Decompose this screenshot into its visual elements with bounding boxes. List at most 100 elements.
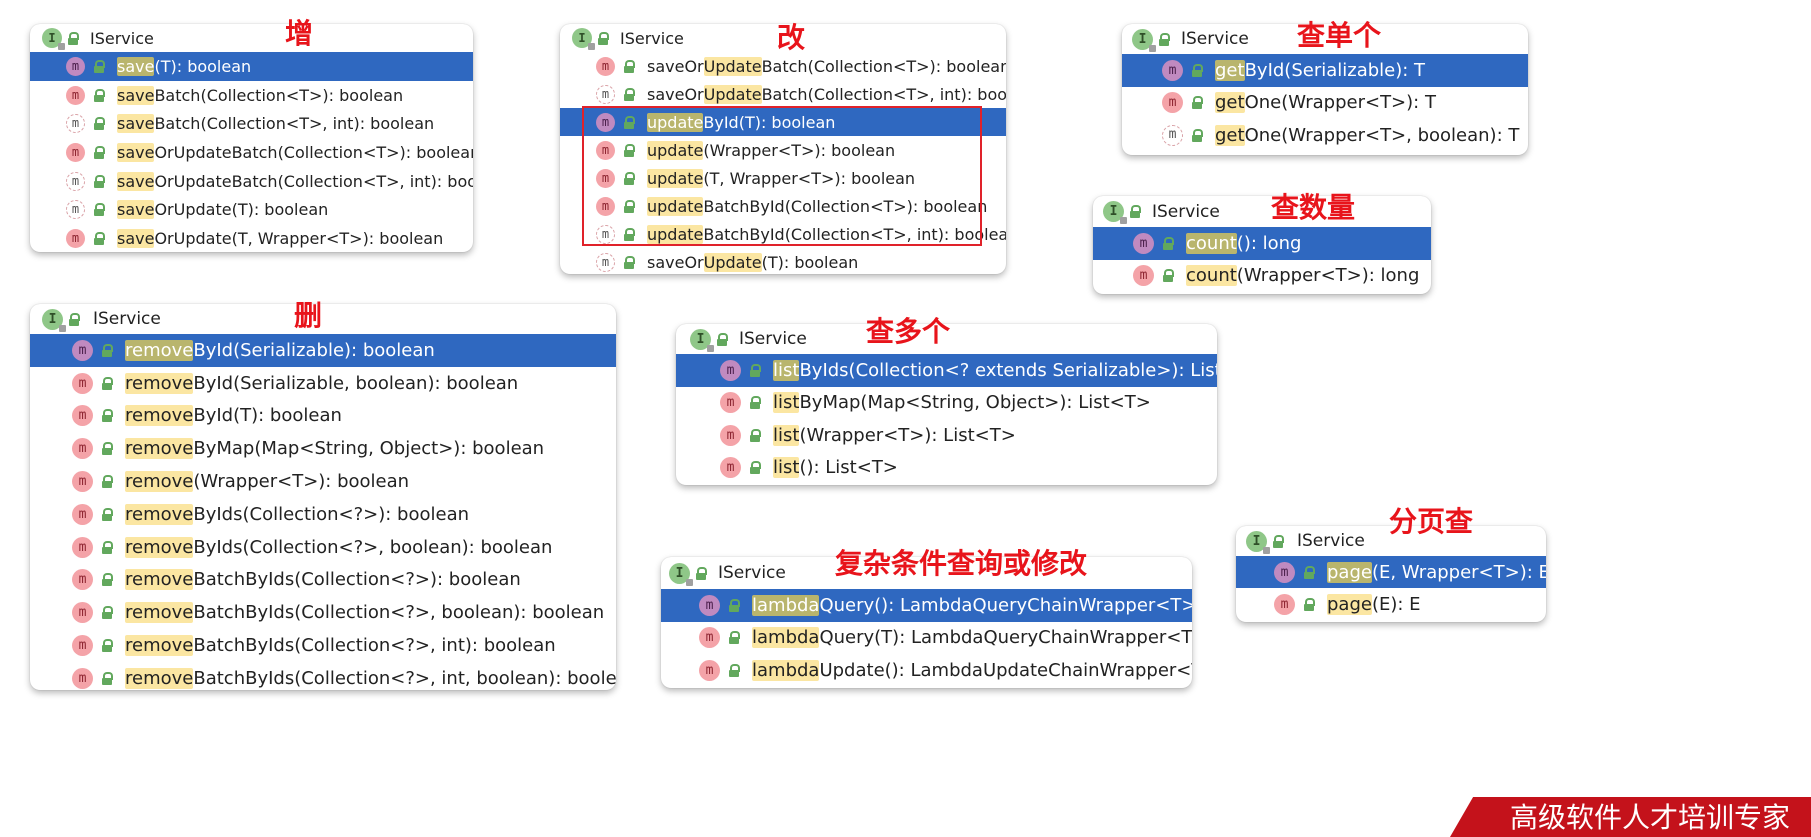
completion-list: m lambdaQuery(): LambdaQueryChainWrapper<… — [661, 589, 1192, 687]
method-icon: m — [699, 659, 720, 681]
public-lock-icon — [1130, 205, 1141, 218]
method-signature: getById(Serializable): T — [1215, 59, 1425, 81]
interface-icon: I — [669, 562, 693, 586]
method-signature-rest: Batch(Collection<T>, int): boolean — [154, 114, 435, 134]
public-lock-icon — [1273, 534, 1284, 548]
method-signature: page(E, Wrapper<T>): E — [1327, 561, 1546, 583]
method-signature: removeByMap(Map<String, Object>): boolea… — [125, 438, 544, 460]
public-lock-icon — [102, 606, 113, 620]
search-match-highlight: remove — [125, 569, 194, 591]
public-lock-icon — [102, 573, 113, 587]
method-signature: listByMap(Map<String, Object>): List<T> — [773, 392, 1151, 414]
public-lock-icon — [1192, 63, 1203, 77]
method-signature: saveOrUpdateBatch(Collection<T>): boolea… — [647, 56, 1006, 76]
search-match-highlight: save — [117, 56, 155, 76]
method-icon: m — [1162, 124, 1183, 146]
search-match-highlight: save — [117, 142, 155, 162]
public-lock-icon — [624, 59, 635, 73]
method-signature-rest: BatchById(Collection<T>, int): boolean — [703, 224, 1006, 244]
public-lock-icon — [1304, 597, 1315, 611]
method-icon: m — [72, 602, 93, 624]
public-lock-icon — [1163, 236, 1174, 250]
popup-header: I IService — [1122, 24, 1528, 54]
popup-header: I IService — [1236, 526, 1546, 556]
public-lock-icon — [1304, 565, 1315, 579]
method-signature: removeByIds(Collection<?>): boolean — [125, 503, 469, 525]
footer-banner-text: 高级软件人才培训专家 — [1510, 801, 1791, 834]
public-lock-icon — [102, 639, 113, 653]
method-icon: m — [72, 569, 93, 591]
method-signature: lambdaQuery(): LambdaQueryChainWrapper<T… — [752, 594, 1192, 616]
public-lock-icon — [750, 396, 761, 410]
update-methods-frame — [582, 106, 982, 246]
method-signature-rest: Batch(Collection<T>): boolean — [761, 56, 1006, 76]
method-signature: saveOrUpdate(T, Wrapper<T>): boolean — [117, 228, 443, 248]
search-match-highlight: page — [1327, 561, 1372, 583]
method-name-prefix: saveOr — [647, 56, 704, 76]
completion-item[interactable]: m removeBatchByIds(Collection<?>): boolea… — [30, 564, 616, 597]
method-signature: removeBatchByIds(Collection<?>, int): bo… — [125, 635, 556, 657]
method-signature: removeById(T): boolean — [125, 405, 342, 427]
method-signature-rest: BatchByIds(Collection<?>, int): boolean — [193, 635, 556, 657]
public-lock-icon — [102, 343, 113, 357]
method-icon: m — [72, 536, 93, 558]
method-signature-rest: OrUpdateBatch(Collection<T>, int): boole… — [154, 171, 473, 191]
search-match-highlight: list — [773, 424, 800, 446]
method-signature: updateById(T): boolean — [647, 112, 835, 132]
search-match-highlight: remove — [125, 503, 194, 525]
method-name-prefix: saveOr — [647, 252, 704, 272]
method-signature: remove(Wrapper<T>): boolean — [125, 471, 409, 493]
search-match-highlight: save — [117, 200, 155, 220]
method-signature: removeBatchByIds(Collection<?>): boolean — [125, 569, 521, 591]
interface-name: IService — [1152, 201, 1220, 222]
search-match-highlight: get — [1215, 59, 1245, 81]
public-lock-icon — [624, 115, 635, 129]
method-icon: m — [1133, 232, 1154, 254]
public-lock-icon — [696, 566, 707, 580]
